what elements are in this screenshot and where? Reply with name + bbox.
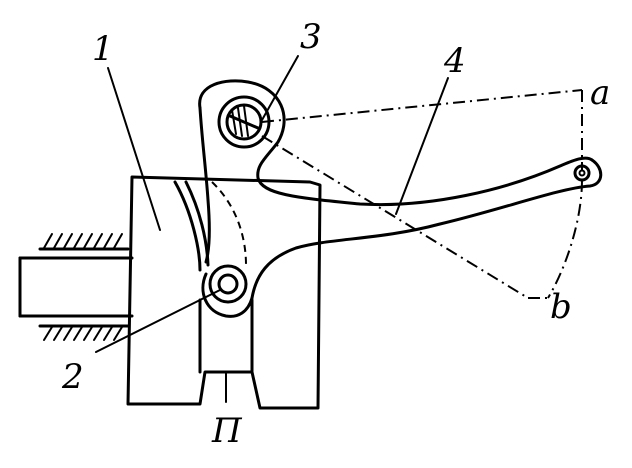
pivot-screw — [217, 95, 271, 149]
lever-arm — [198, 79, 603, 374]
label-point-p: П — [211, 411, 243, 451]
label-point-b: b — [550, 287, 572, 327]
label-part-4: 4 — [443, 41, 466, 81]
label-point-a: a — [590, 73, 610, 113]
leader-lines — [95, 55, 449, 403]
construction-lines — [261, 89, 583, 299]
shaft — [18, 256, 134, 318]
guide-hatch-top — [38, 233, 130, 251]
label-part-3: 3 — [300, 17, 322, 57]
label-part-2: 2 — [61, 357, 84, 397]
pin — [208, 264, 248, 304]
label-part-1: 1 — [92, 29, 114, 69]
guide-hatch-bottom — [38, 324, 130, 341]
